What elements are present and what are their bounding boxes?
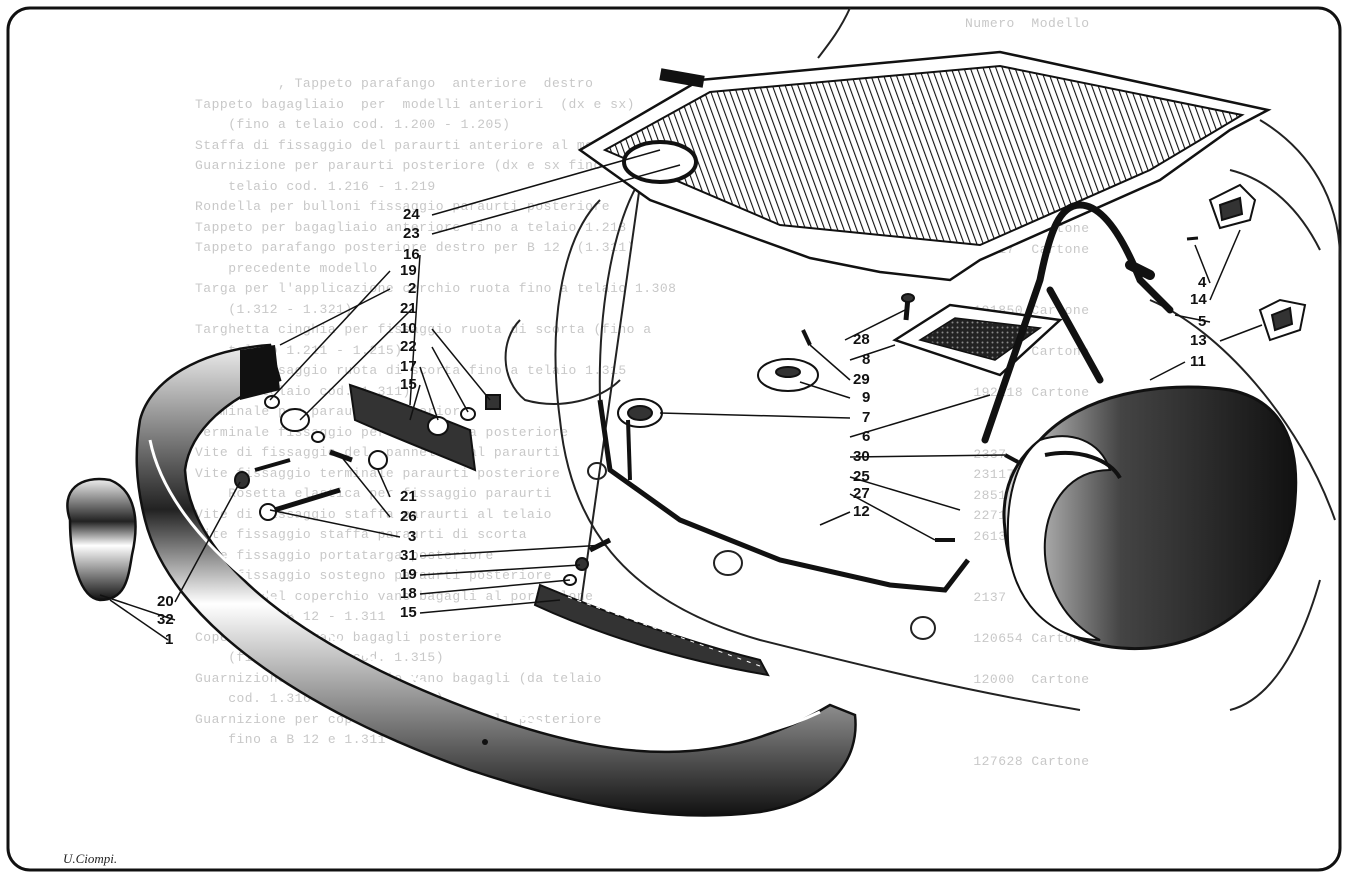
bumper-brackets [348,383,770,677]
callout-9: 9 [862,389,870,406]
callout-8: 8 [862,351,870,368]
trunk-mat [577,50,1272,282]
callout-labels: 24 23 16 2 19 21 10 22 17 15 21 26 3 31 … [157,206,1207,648]
callout-17: 17 [400,358,417,375]
callout-27: 27 [853,485,870,502]
callout-31: 31 [400,547,417,564]
callout-28: 28 [853,331,870,348]
spare-wheel [1002,385,1298,651]
callout-24: 24 [403,206,420,223]
spare-wheel-strap [981,201,1174,444]
callout-7: 7 [862,409,870,426]
callout-32: 32 [157,611,174,628]
callout-5: 5 [1198,313,1206,330]
callout-22: 22 [400,338,417,355]
callout-12: 12 [853,503,870,520]
callout-23: 23 [403,225,420,242]
callout-20: 20 [157,593,174,610]
strap-clips [1208,183,1307,342]
callout-6: 6 [862,428,870,445]
callout-1: 1 [165,631,173,648]
callout-14: 14 [1190,291,1207,308]
callout-11: 11 [1190,353,1206,370]
artist-signature: U.Ciompi. [63,851,118,866]
callout-4: 4 [1198,274,1207,291]
callout-30: 30 [853,448,870,465]
leader-lines [99,149,1263,641]
callout-16: 16 [403,246,420,263]
callout-15a: 15 [400,376,417,393]
callout-2: 2 [408,280,416,297]
callout-26: 26 [400,508,417,525]
bumper-end-cap [66,477,137,602]
callout-19b: 19 [400,566,417,583]
callout-19a: 19 [400,262,417,279]
car-body [504,7,1341,711]
callout-10: 10 [400,320,417,337]
callout-25: 25 [853,468,870,485]
rear-bumper [135,343,857,817]
access-panel [892,303,1063,377]
callout-15b: 15 [400,604,417,621]
callout-18: 18 [400,585,417,602]
callout-21b: 21 [400,488,417,505]
callout-13: 13 [1190,332,1207,349]
callout-21a: 21 [400,300,417,317]
callout-3: 3 [408,528,416,545]
page-border [6,6,1342,872]
callout-29: 29 [853,371,870,388]
trim-strip [597,399,970,593]
